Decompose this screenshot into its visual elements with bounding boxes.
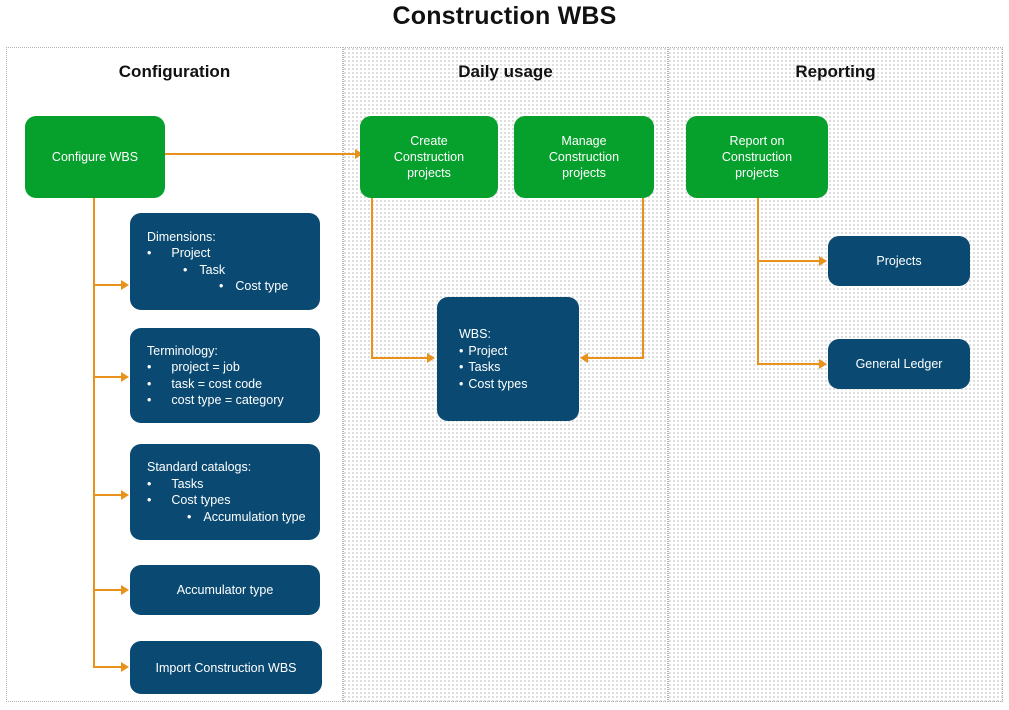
node-dimensions[interactable]: Dimensions: • Project • Task • Cost type xyxy=(130,213,320,310)
node-standard-catalogs-line-3: • Accumulation type xyxy=(147,509,320,526)
node-create-construction-projects-label: Create Construction projects xyxy=(393,134,465,180)
node-standard-catalogs-line-2-text: Cost types xyxy=(171,493,231,507)
node-import-construction-wbs[interactable]: Import Construction WBS xyxy=(130,641,322,694)
arrowhead-import-wbs xyxy=(121,662,129,672)
node-dimensions-line-3: • Cost type xyxy=(147,278,320,295)
node-general-ledger-label: General Ledger xyxy=(855,357,943,371)
connector-branch-terminology xyxy=(93,376,123,378)
arrowhead-manage-to-wbs xyxy=(580,353,588,363)
node-accumulator-type[interactable]: Accumulator type xyxy=(130,565,320,615)
node-dimensions-heading: Dimensions: xyxy=(147,229,216,244)
bullet-icon: • xyxy=(147,393,152,407)
connector-manage-down xyxy=(642,198,644,358)
connector-branch-standard-catalogs xyxy=(93,494,123,496)
bullet-icon: • xyxy=(147,246,152,260)
arrowhead-standard-catalogs xyxy=(121,490,129,500)
arrowhead-dimensions xyxy=(121,280,129,290)
connector-report-trunk xyxy=(757,198,759,365)
bullet-icon: • xyxy=(459,376,464,391)
node-standard-catalogs-line-2: • Cost types xyxy=(147,492,320,509)
connector-configure-to-create xyxy=(165,153,357,155)
connector-report-to-projects xyxy=(757,260,821,262)
connector-branch-accumulator-type xyxy=(93,589,123,591)
bullet-icon: • xyxy=(187,509,192,524)
arrowhead-create-to-wbs xyxy=(427,353,435,363)
arrowhead-report-to-general-ledger xyxy=(819,359,827,369)
node-terminology-line-2: • task = cost code xyxy=(147,376,320,393)
bullet-icon: • xyxy=(219,279,224,293)
node-standard-catalogs-line-3-text: Accumulation type xyxy=(203,509,306,524)
node-dimensions-line-1: • Project xyxy=(147,245,320,262)
arrowhead-terminology xyxy=(121,372,129,382)
node-terminology-line-1: • project = job xyxy=(147,359,320,376)
connector-manage-to-wbs xyxy=(588,357,644,359)
bullet-icon: • xyxy=(147,493,152,507)
arrowhead-report-to-projects xyxy=(819,256,827,266)
node-manage-construction-projects-label: Manage Construction projects xyxy=(548,134,620,180)
node-terminology-line-1-text: project = job xyxy=(171,360,240,374)
node-wbs-content: WBS: • Project • Tasks • Cost types xyxy=(437,326,579,392)
node-accumulator-type-label: Accumulator type xyxy=(176,583,274,597)
node-wbs-line-2: • Tasks xyxy=(459,359,579,376)
node-dimensions-content: Dimensions: • Project • Task • Cost type xyxy=(130,229,320,295)
node-report-on-construction-projects[interactable]: Report on Construction projects xyxy=(686,116,828,198)
node-configure-wbs-label: Configure WBS xyxy=(51,150,139,164)
node-create-construction-projects[interactable]: Create Construction projects xyxy=(360,116,498,198)
bullet-icon: • xyxy=(147,360,152,374)
bullet-icon: • xyxy=(459,343,464,358)
node-manage-construction-projects[interactable]: Manage Construction projects xyxy=(514,116,654,198)
node-report-on-construction-projects-label: Report on Construction projects xyxy=(721,134,793,180)
node-terminology-heading: Terminology: xyxy=(147,343,218,358)
bullet-icon: • xyxy=(183,262,188,277)
connector-report-to-general-ledger xyxy=(757,363,821,365)
node-wbs-line-2-text: Tasks xyxy=(468,360,501,374)
bullet-icon: • xyxy=(147,376,152,391)
node-terminology-line-2-text: task = cost code xyxy=(171,376,263,391)
node-standard-catalogs-heading: Standard catalogs: xyxy=(147,460,252,474)
panel-header-reporting: Reporting xyxy=(795,62,876,81)
node-standard-catalogs-line-1-text: Tasks xyxy=(171,476,204,491)
node-configure-wbs[interactable]: Configure WBS xyxy=(25,116,165,198)
bullet-icon: • xyxy=(459,360,464,374)
arrowhead-configure-to-create xyxy=(355,149,363,159)
panel-header-daily-usage: Daily usage xyxy=(458,62,553,81)
arrowhead-accumulator-type xyxy=(121,585,129,595)
node-dimensions-line-2-text: Task xyxy=(199,262,226,277)
connector-branch-dimensions xyxy=(93,284,123,286)
connector-create-to-wbs xyxy=(371,357,429,359)
node-terminology-content: Terminology: • project = job • task = cost… xyxy=(130,343,320,409)
node-standard-catalogs-line-1: • Tasks xyxy=(147,476,320,493)
bullet-icon: • xyxy=(147,476,152,491)
node-standard-catalogs-content: Standard catalogs: • Tasks • Cost types • A… xyxy=(130,459,320,525)
node-wbs-line-3-text: Cost types xyxy=(468,376,528,391)
node-dimensions-line-1-text: Project xyxy=(171,246,211,260)
node-wbs-heading: WBS: xyxy=(459,327,491,341)
node-terminology-line-3: • cost type = category xyxy=(147,392,320,409)
connector-branch-import-wbs xyxy=(93,666,123,668)
node-standard-catalogs[interactable]: Standard catalogs: • Tasks • Cost types • A… xyxy=(130,444,320,540)
panel-header-configuration: Configuration xyxy=(118,62,231,81)
node-wbs-line-1-text: Project xyxy=(468,343,508,358)
node-terminology[interactable]: Terminology: • project = job • task = cost… xyxy=(130,328,320,423)
node-projects-label: Projects xyxy=(876,254,922,268)
page-title: Construction WBS xyxy=(392,2,617,30)
node-projects[interactable]: Projects xyxy=(828,236,970,286)
node-dimensions-line-2: • Task xyxy=(147,262,320,279)
node-dimensions-line-3-text: Cost type xyxy=(235,279,289,293)
node-terminology-line-3-text: cost type = category xyxy=(171,393,284,407)
node-import-construction-wbs-label: Import Construction WBS xyxy=(155,660,297,675)
connector-create-down xyxy=(371,198,373,358)
node-wbs-line-3: • Cost types xyxy=(459,376,579,393)
connector-configure-trunk xyxy=(93,197,95,668)
node-wbs-line-1: • Project xyxy=(459,343,579,360)
node-wbs[interactable]: WBS: • Project • Tasks • Cost types xyxy=(437,297,579,421)
node-general-ledger[interactable]: General Ledger xyxy=(828,339,970,389)
